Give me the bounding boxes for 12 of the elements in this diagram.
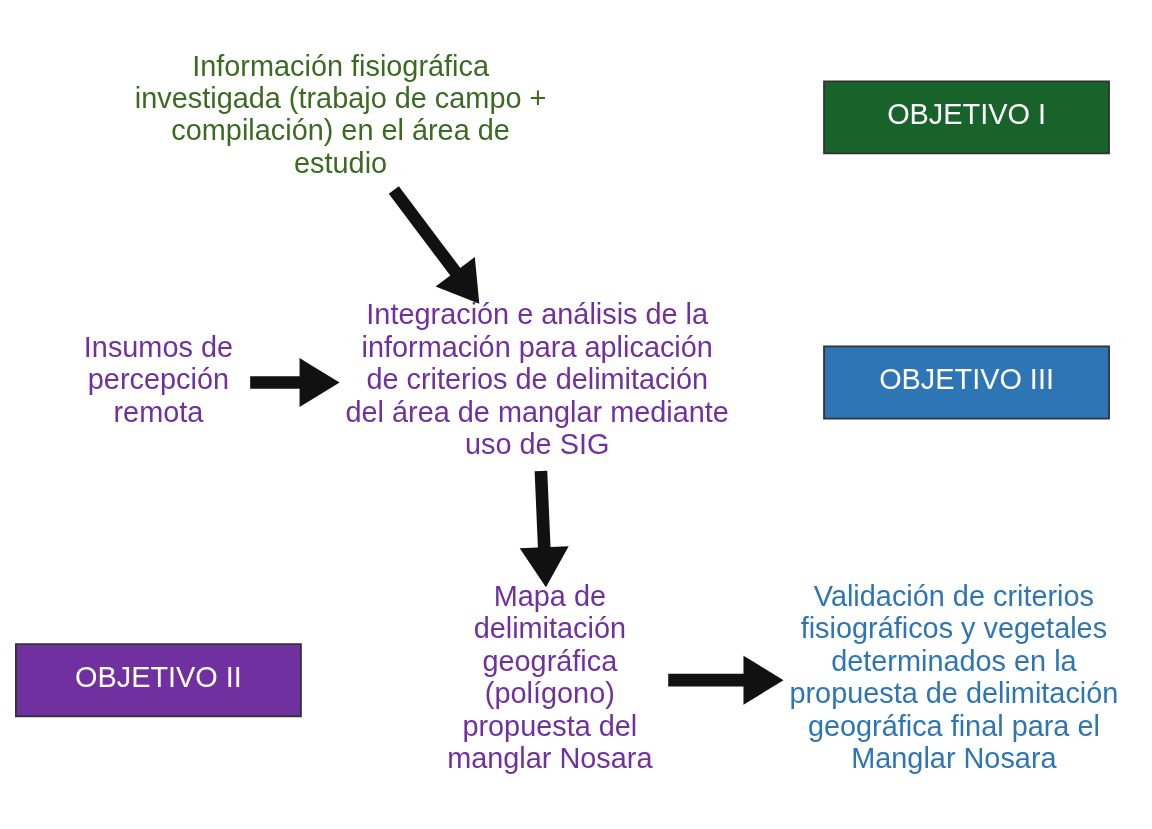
node-box: OBJETIVO III bbox=[823, 345, 1110, 419]
node-text: Validación de criterios fisiográficos y vegetales determinados en la propuesta de delimitación geográfica final para el Manglar Nosara bbox=[789, 579, 1119, 774]
arrow bbox=[519, 470, 569, 587]
node-text: Mapa de delimitación geográfica (polígono) propuesta del manglar Nosara bbox=[447, 579, 653, 774]
arrow bbox=[668, 655, 784, 705]
node-box: OBJETIVO II bbox=[15, 642, 302, 717]
node-box: OBJETIVO I bbox=[823, 79, 1110, 154]
arrow bbox=[388, 185, 480, 304]
node-text: Información fisiográfica investigada (trabajo de campo + compilación) en el área de estudio bbox=[134, 49, 547, 179]
arrow bbox=[250, 357, 340, 407]
node-text: Insumos de percepción remota bbox=[83, 330, 234, 428]
node-text: Integración e análisis de la información para aplicación de criterios de delimitación del área de manglar mediante uso de SIG bbox=[345, 297, 729, 460]
